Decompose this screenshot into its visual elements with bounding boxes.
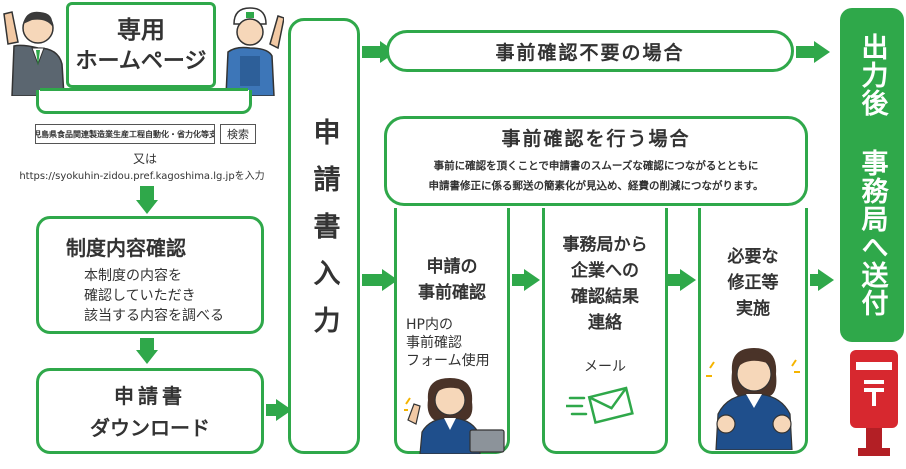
arrow-step2-to-step3-head: [680, 269, 696, 291]
precheck-desc1: 事前に確認を頂くことで申請書のスムーズな確認につながるとともに: [433, 159, 759, 172]
homepage-title-line1: 専用: [117, 15, 165, 44]
arrow-to-no-precheck: [362, 46, 382, 58]
woman-fist-illustration: [706, 348, 800, 450]
precheck-title: 事前確認を行う場合: [501, 127, 691, 150]
final-label: 出力後 事務局へ送付: [856, 33, 888, 317]
download-line2: ダウンロード: [90, 415, 210, 440]
step1-sub1: HP内の: [406, 317, 453, 333]
arrow-down-2-head: [136, 350, 158, 364]
homepage-title-line2: ホームページ: [75, 49, 207, 74]
final-box: [840, 8, 904, 342]
step1-line2: 事前確認: [418, 282, 486, 303]
laptop-base: [36, 90, 252, 114]
arrow-step3-to-final: [810, 274, 820, 286]
step2-line2: 企業への: [571, 260, 639, 281]
woman-laptop-illustration: [404, 378, 505, 454]
arrow-no-precheck-to-final: [796, 46, 816, 58]
confirm-line2: 確認していただき: [84, 288, 196, 304]
precheck-desc2: 申請書修正に係る郵送の簡素化が見込め、経費の削減につながります。: [428, 179, 764, 192]
download-box[interactable]: [36, 368, 264, 454]
step1-sub3: フォーム使用: [406, 353, 490, 369]
confirm-line1: 本制度の内容を: [84, 268, 182, 284]
download-line1: 申請書: [114, 383, 186, 408]
search-button[interactable]: 検索: [220, 124, 256, 144]
confirm-box: [36, 216, 264, 334]
step3-line2: 修正等: [727, 272, 779, 293]
step1-line1: 申請の: [426, 256, 478, 277]
url-text: https://syokuhin-zidou.pref.kagoshima.lg…: [19, 170, 265, 182]
arrow-step1-to-step2-head: [524, 269, 540, 291]
homepage-laptop[interactable]: [66, 2, 216, 88]
arrow-download-to-input: [266, 404, 278, 416]
step1-sub2: 事前確認: [406, 335, 462, 351]
step3-line3: 実施: [736, 298, 770, 319]
arrow-step1-to-step2: [512, 274, 526, 286]
application-input-label: 申請書入力: [308, 117, 340, 353]
no-precheck-box: 事前確認不要の場合: [386, 30, 794, 72]
businessman-illustration: [3, 11, 65, 96]
search-input[interactable]: 鹿児島県食品関連製造業生産工程自動化・省力化等支援: [35, 124, 215, 144]
precheck-box: [384, 116, 808, 206]
arrow-step2-to-step3: [668, 274, 682, 286]
post-box-icon: [850, 350, 898, 456]
arrow-step3-to-final-head: [818, 269, 834, 291]
step3-line1: 必要な: [727, 246, 779, 267]
arrow-down-1: [140, 186, 154, 200]
arrow-no-precheck-to-final-head: [814, 41, 830, 63]
arrow-down-1-head: [136, 200, 158, 214]
step2-sub: メール: [584, 359, 626, 375]
arrow-down-2: [140, 338, 154, 350]
or-text: 又は: [132, 151, 157, 166]
laptop-base-line: [40, 88, 248, 91]
confirm-title: 制度内容確認: [66, 236, 186, 260]
confirm-line3: 該当する内容を調べる: [84, 308, 224, 324]
worker-illustration: [225, 7, 284, 96]
mail-icon: [566, 386, 634, 424]
step2-line4: 連絡: [588, 312, 622, 333]
step2-line3: 確認結果: [571, 286, 639, 307]
arrow-input-to-step1: [362, 274, 384, 286]
application-input-box: [288, 18, 360, 454]
step2-line1: 事務局から: [562, 234, 648, 255]
